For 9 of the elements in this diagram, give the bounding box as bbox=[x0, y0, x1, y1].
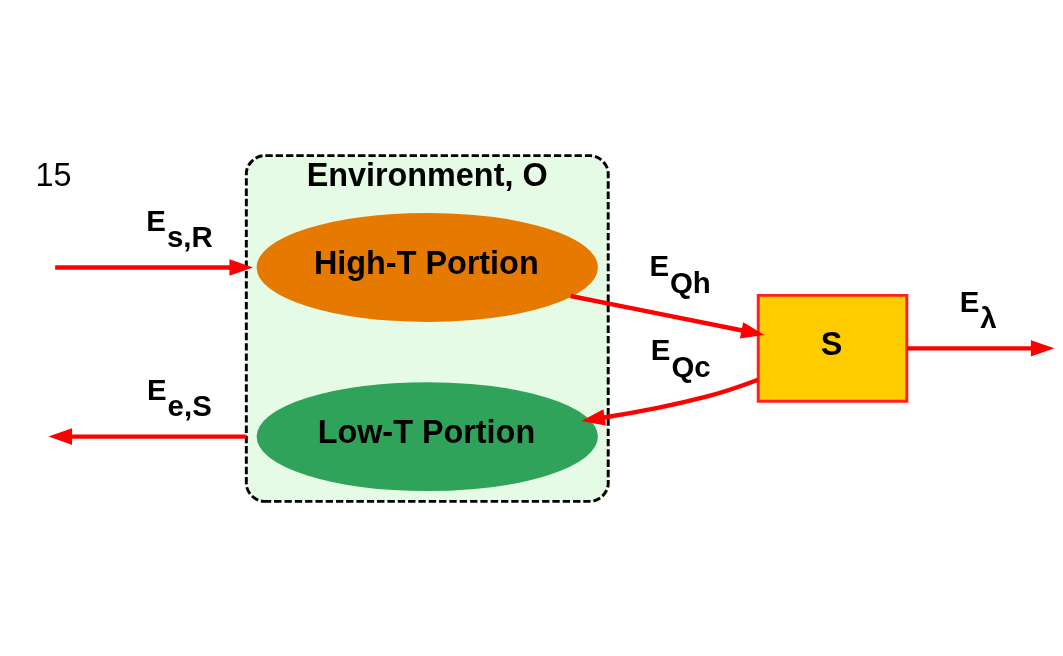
arrow bbox=[48, 427, 247, 445]
arrow bbox=[570, 293, 765, 338]
arrow bbox=[907, 339, 1055, 357]
node-ellipse: High-T Portion bbox=[256, 212, 598, 322]
arrow bbox=[581, 377, 759, 426]
label: 15 bbox=[35, 156, 72, 193]
node-ellipse: Low-T Portion bbox=[256, 381, 598, 491]
node-box: S bbox=[756, 293, 909, 403]
arrow bbox=[55, 258, 253, 276]
